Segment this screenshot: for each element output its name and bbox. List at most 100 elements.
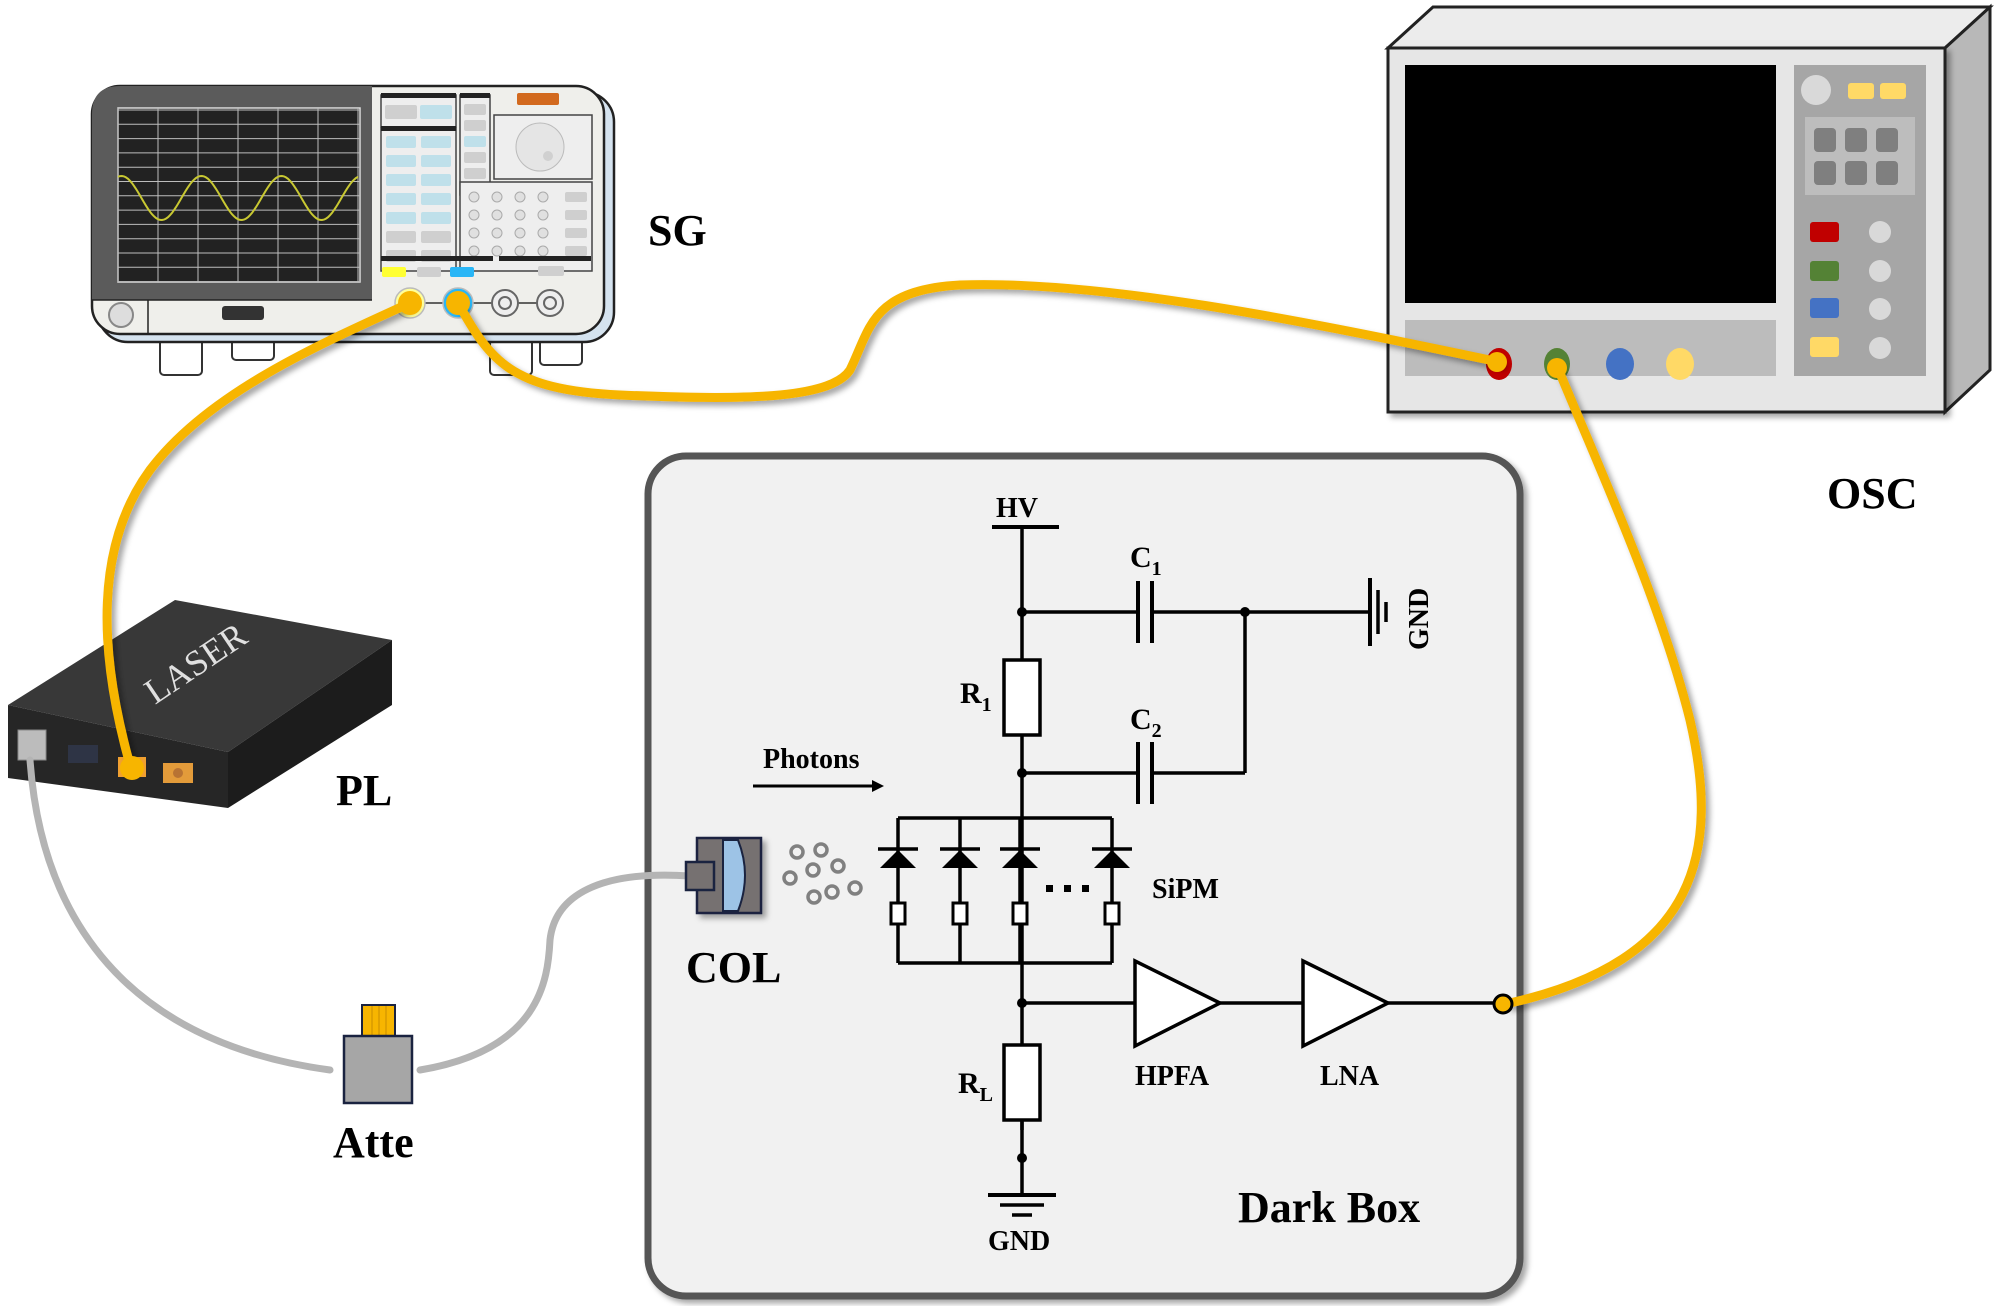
sg-key[interactable]: [491, 245, 503, 257]
lna-label: LNA: [1320, 1061, 1380, 1092]
laser-fiber-port[interactable]: [17, 729, 47, 761]
sg-button[interactable]: [565, 228, 587, 238]
sg-button[interactable]: [538, 266, 564, 276]
c1-label: C1: [1130, 541, 1162, 580]
sg-button[interactable]: [420, 105, 452, 119]
hpfa-label: HPFA: [1135, 1061, 1210, 1092]
sg-key[interactable]: [537, 191, 549, 203]
osc-ch4-button[interactable]: [1810, 337, 1839, 357]
sg-key[interactable]: [468, 209, 480, 221]
sg-key[interactable]: [491, 209, 503, 221]
osc-ch4-scale-knob[interactable]: [1869, 337, 1891, 359]
dark-box-enclosure: [644, 452, 1524, 1300]
sg-button[interactable]: [421, 231, 451, 243]
sg-button[interactable]: [421, 155, 451, 167]
osc-label: OSC: [1827, 469, 1917, 518]
osc-top-face: [1384, 5, 1994, 50]
osc-button[interactable]: [1848, 83, 1874, 99]
osc-button[interactable]: [1880, 83, 1906, 99]
sg-button[interactable]: [386, 212, 416, 224]
osc-button[interactable]: [1845, 128, 1867, 152]
osc-ch2-button[interactable]: [1810, 261, 1839, 281]
dark-box: Dark Box: [644, 452, 1524, 1300]
osc-screen: [1405, 65, 1776, 303]
sg-power-button[interactable]: [108, 302, 134, 328]
laser-side-face: [228, 640, 392, 808]
sg-button[interactable]: [464, 136, 486, 147]
sg-button[interactable]: [421, 174, 451, 186]
sg-button[interactable]: [386, 231, 416, 243]
sg-key[interactable]: [491, 191, 503, 203]
sg-button[interactable]: [417, 267, 441, 277]
osc-ch1-button[interactable]: [1810, 222, 1839, 242]
sg-button[interactable]: [565, 192, 587, 202]
sg-button[interactable]: [464, 120, 486, 131]
sg-button[interactable]: [421, 136, 451, 148]
pulsed-laser: LASER PL: [8, 600, 392, 815]
sg-key[interactable]: [537, 227, 549, 239]
sg-button[interactable]: [565, 246, 587, 256]
sg-key[interactable]: [491, 227, 503, 239]
osc-knob[interactable]: [1801, 75, 1831, 105]
sipm-microcell: [878, 818, 918, 963]
photon-icon: [782, 870, 798, 886]
sg-button[interactable]: [464, 152, 486, 163]
sg-key[interactable]: [468, 227, 480, 239]
laser-label: PL: [336, 766, 392, 815]
sg-knob[interactable]: [515, 122, 565, 172]
osc-button[interactable]: [1814, 161, 1836, 185]
collimator-label: COL: [686, 943, 781, 992]
sg-key[interactable]: [514, 227, 526, 239]
sg-key[interactable]: [537, 245, 549, 257]
osc-button[interactable]: [1845, 161, 1867, 185]
osc-input-strip: [1405, 320, 1776, 376]
sg-ch1-button[interactable]: [382, 267, 406, 277]
sg-key[interactable]: [468, 191, 480, 203]
sg-key[interactable]: [537, 209, 549, 221]
sg-button[interactable]: [565, 210, 587, 220]
sg-button[interactable]: [386, 193, 416, 205]
osc-ch3-input[interactable]: [1606, 348, 1634, 380]
osc-button[interactable]: [1876, 128, 1898, 152]
sg-button[interactable]: [386, 155, 416, 167]
photons: [782, 842, 863, 905]
sg-key[interactable]: [514, 245, 526, 257]
sg-button[interactable]: [386, 136, 416, 148]
photon-icon: [805, 862, 821, 878]
sg-bnc-connector[interactable]: [536, 289, 564, 317]
osc-button[interactable]: [1814, 128, 1836, 152]
osc-ch4-input[interactable]: [1666, 348, 1694, 380]
osc-ch3-scale-knob[interactable]: [1869, 298, 1891, 320]
sg-key[interactable]: [468, 245, 480, 257]
diode-icon: [942, 850, 978, 868]
osc-ch3-button[interactable]: [1810, 298, 1839, 318]
resistor-r1: [1002, 658, 1042, 737]
sg-control-panel: [380, 93, 593, 319]
sg-button[interactable]: [385, 105, 417, 119]
sg-usb-port: [222, 306, 264, 320]
c2-label: C2: [1130, 703, 1162, 742]
hpfa-amplifier: [1133, 958, 1224, 1049]
photon-icon: [813, 842, 829, 858]
osc-button[interactable]: [1876, 161, 1898, 185]
sg-ch2-button[interactable]: [450, 267, 474, 277]
quench-resistor: [1011, 901, 1029, 926]
quench-resistor: [1103, 901, 1121, 926]
osc-ch1-scale-knob[interactable]: [1869, 221, 1891, 243]
sg-button[interactable]: [421, 193, 451, 205]
sg-button[interactable]: [421, 212, 451, 224]
sg-button[interactable]: [464, 104, 486, 115]
attenuator-label: Atte: [333, 1118, 414, 1167]
sg-button[interactable]: [464, 168, 486, 179]
sg-key[interactable]: [514, 209, 526, 221]
sg-button[interactable]: [386, 174, 416, 186]
sg-bnc-connector[interactable]: [491, 289, 519, 317]
sg-screen: [117, 107, 361, 283]
gnd-bottom-label: GND: [988, 1226, 1050, 1257]
collimator-lens: [722, 839, 746, 912]
sg-output-button[interactable]: [517, 93, 559, 105]
sg-ch1-plug: [398, 291, 422, 315]
sg-key[interactable]: [514, 191, 526, 203]
osc-ch2-scale-knob[interactable]: [1869, 260, 1891, 282]
collimator: COL: [684, 836, 781, 992]
